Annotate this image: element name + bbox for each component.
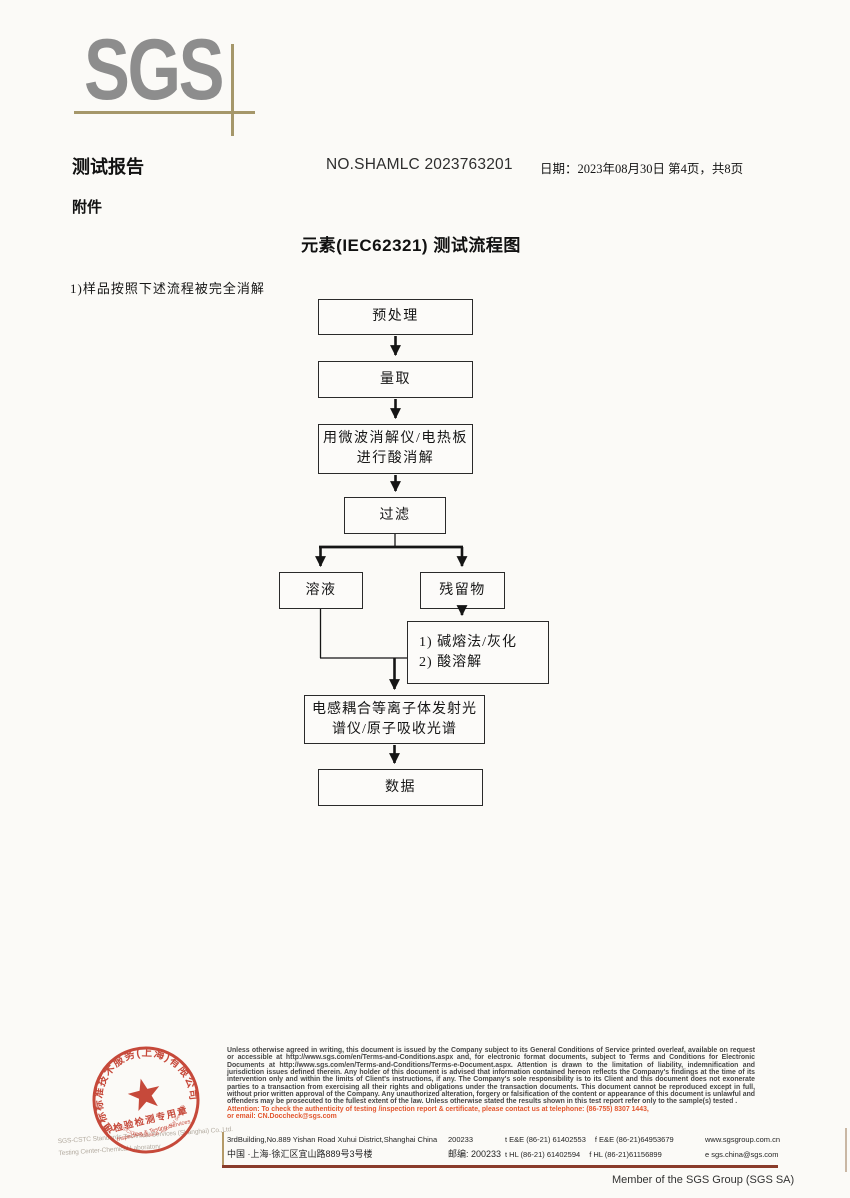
address-row-cn: 中国 ·上海·徐汇区宜山路889号3号楼 邮编: 200233 t HL (86…: [227, 1147, 778, 1160]
flowchart-node-data: 数据: [318, 769, 483, 806]
flowchart-node-filter: 过滤: [344, 497, 446, 534]
address-cn: 中国 ·上海·徐汇区宜山路889号3号楼: [227, 1149, 373, 1159]
fax-cn: f HL (86-21)61156899: [589, 1150, 662, 1159]
flowchart-node-residue: 残留物: [420, 572, 505, 609]
attachment-label: 附件: [72, 199, 103, 216]
email: e sgs.china@sgs.com: [705, 1150, 779, 1159]
legal-text: Unless otherwise agreed in writing, this…: [227, 1047, 755, 1106]
address-row-en: 3rdBuilding,No.889 Yishan Road Xuhui Dis…: [227, 1135, 780, 1144]
flowchart-node-alkali-ashing: 1) 碱熔法/灰化 2) 酸溶解: [407, 621, 549, 684]
footer-legal-block: Unless otherwise agreed in writing, this…: [227, 1047, 755, 1121]
logo-vertical-rule: [231, 44, 234, 136]
address-left-rule: [222, 1132, 224, 1167]
report-number: NO.SHAMLC 2023763201: [326, 156, 513, 173]
report-title: 测试报告: [72, 157, 144, 177]
member-line: Member of the SGS Group (SGS SA): [612, 1174, 795, 1186]
attention-line-1: Attention: To check the authenticity of …: [227, 1105, 649, 1113]
logo-horizontal-rule: [74, 111, 255, 114]
tel-en: t E&E (86-21) 61402553: [505, 1135, 586, 1144]
flowchart-node-icp-aas: 电感耦合等离子体发射光 谱仪/原子吸收光谱: [304, 695, 485, 744]
flowchart-node-solution: 溶液: [279, 572, 363, 609]
postcode-cn: 邮编: 200233: [448, 1149, 502, 1159]
flowchart-note: 1)样品按照下述流程被完全消解: [70, 281, 265, 296]
address-right-rule: [845, 1128, 847, 1172]
fax-en: f E&E (86-21)64953679: [594, 1135, 674, 1144]
date-page-line: 日期：2023年08月30日 第4页，共8页: [540, 162, 744, 176]
postcode-en: 200233: [448, 1135, 474, 1144]
flowchart-node-pretreatment: 预处理: [318, 299, 473, 335]
tel-cn: t HL (86-21) 61402594: [505, 1150, 581, 1159]
stamp-star-icon: [127, 1078, 160, 1111]
flowchart-node-measure: 量取: [318, 361, 473, 398]
flowchart-node-acid-digestion: 用微波消解仪/电热板 进行酸消解: [318, 424, 473, 474]
flowchart-title: 元素(IEC62321) 测试流程图: [301, 236, 521, 255]
footer-rule: [222, 1165, 778, 1168]
address-en: 3rdBuilding,No.889 Yishan Road Xuhui Dis…: [227, 1135, 438, 1144]
website: www.sgsgroup.com.cn: [705, 1135, 781, 1144]
attention-line-2: or email: CN.Doccheck@sgs.com: [227, 1113, 337, 1121]
sgs-logo: SGS: [84, 22, 224, 118]
